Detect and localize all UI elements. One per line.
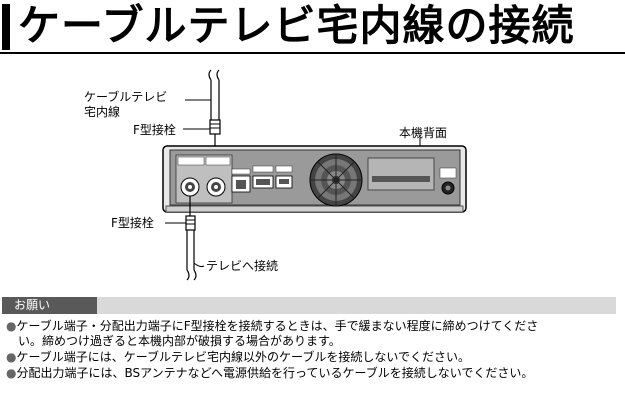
title-underline	[0, 52, 625, 54]
cable-label-line1: ケーブルテレビ	[84, 90, 168, 104]
bullet-icon: ●	[6, 350, 17, 364]
notes-section: お願い ●ケーブル端子・分配出力端子にF型接栓を接続するときは、手で緩まない程度…	[0, 297, 625, 397]
note-item-1-cont: い。締めつけ過ぎると本機内部が破損する場合があります。	[18, 334, 341, 348]
cable-out	[185, 196, 197, 281]
cable-label-line2: 宅内線	[84, 105, 121, 119]
page-title: ケーブルテレビ宅内線の接続	[18, 1, 575, 50]
note-item-3: ●分配出力端子には、BSアンテナなどへ電源供給を行っているケーブルを接続しないで…	[6, 366, 533, 381]
note-item-2-text: ケーブル端子には、ケーブルテレビ宅内線以外のケーブルを接続しないでください。	[16, 350, 470, 364]
cable-in	[208, 69, 221, 154]
device-body	[162, 145, 467, 213]
note-item-3-text: 分配出力端子には、BSアンテナなどへ電源供給を行っているケーブルを接続しないでく…	[16, 366, 534, 380]
bullet-icon: ●	[6, 319, 17, 333]
notes-header-bar: お願い	[2, 297, 616, 314]
note-item-1: ●ケーブル端子・分配出力端子にF型接栓を接続するときは、手で緩まない程度に締めつ…	[6, 319, 538, 334]
connection-diagram: ケーブルテレビ 宅内線 F型接栓 本機背面 F型接栓 テレビへ接続	[0, 58, 625, 293]
note-item-2: ●ケーブル端子には、ケーブルテレビ宅内線以外のケーブルを接続しないでください。	[6, 350, 470, 365]
f-connector-top-label: F型接栓	[133, 123, 176, 137]
bullet-icon: ●	[6, 366, 17, 380]
note-item-1-line1: ケーブル端子・分配出力端子にF型接栓を接続するときは、手で緩まない程度に締めつけ…	[16, 319, 539, 333]
device-rear-illustration	[162, 69, 467, 281]
notes-header: お願い	[2, 297, 97, 314]
rear-panel-label: 本機背面	[399, 126, 448, 140]
f-connector-bottom-label: F型接栓	[111, 216, 154, 230]
title-accent-bar	[2, 4, 10, 50]
title-section: ケーブルテレビ宅内線の接続	[0, 1, 625, 54]
to-tv-label: テレビへ接続	[206, 259, 279, 273]
